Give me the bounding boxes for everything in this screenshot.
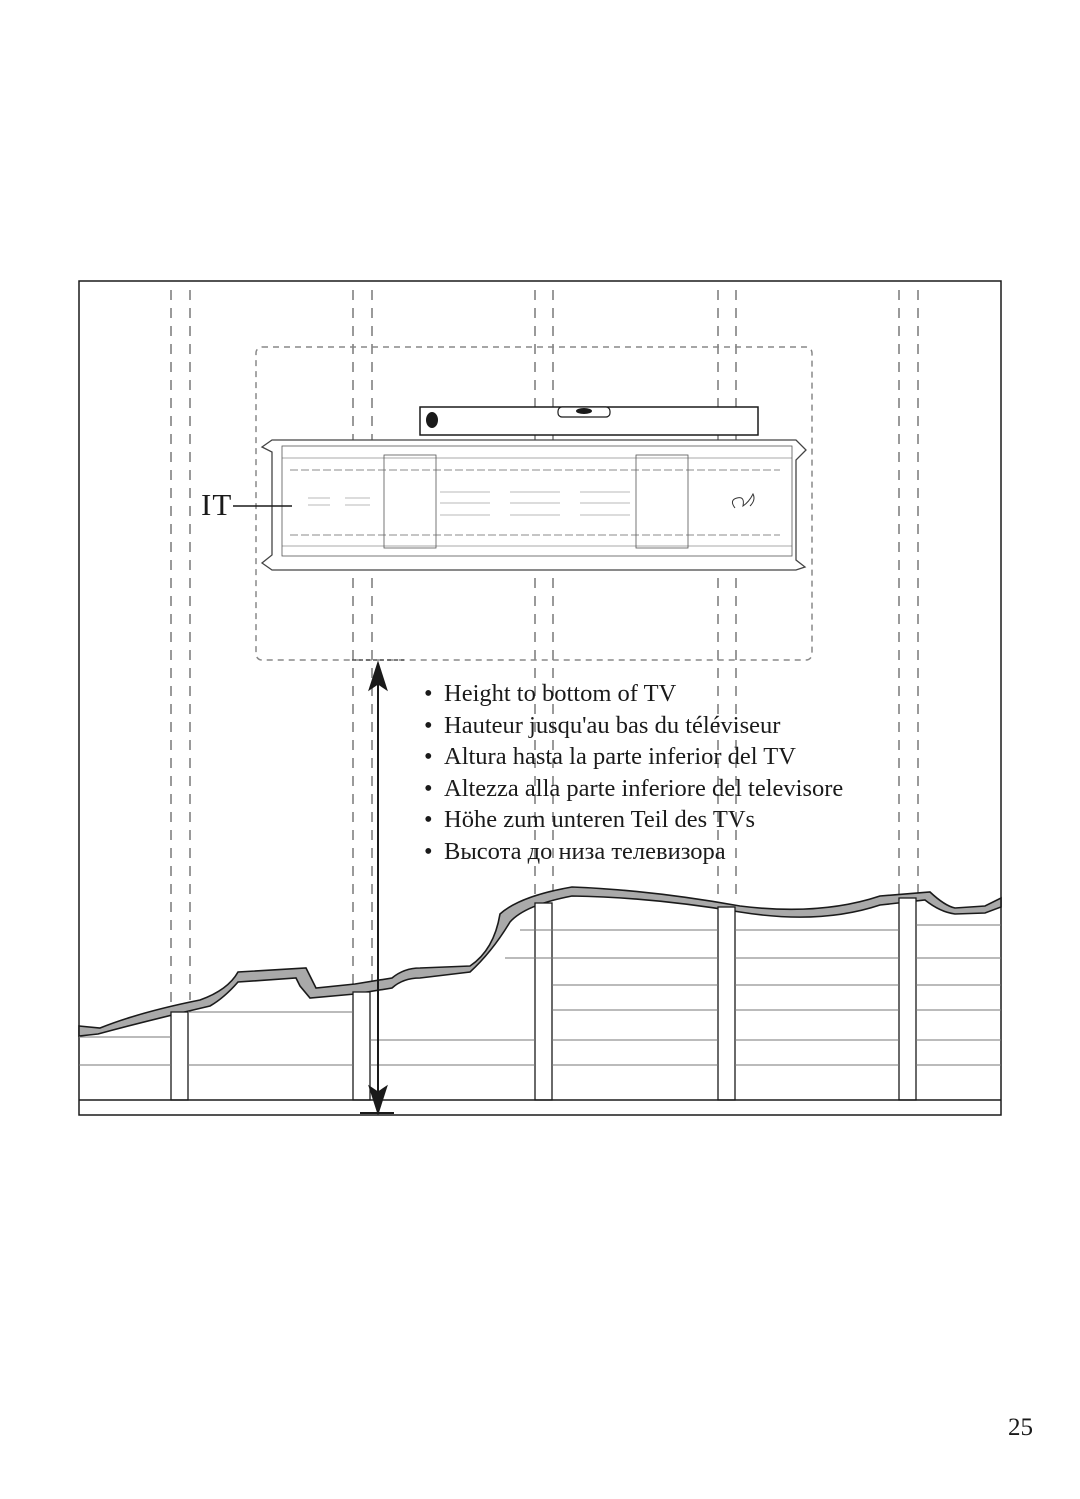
instruction-text: Altura hasta la parte inferior del TV bbox=[444, 743, 796, 770]
instruction-text: Höhe zum unteren Teil des TVs bbox=[444, 806, 756, 833]
list-item: • Höhe zum unteren Teil des TVs bbox=[424, 804, 843, 836]
height-dimension-arrow bbox=[352, 659, 404, 1116]
instruction-text: Hauteur jusqu'au bas du téléviseur bbox=[444, 711, 781, 739]
list-item: • Hauteur jusqu'au bas du téléviseur bbox=[424, 710, 843, 742]
tv-outline bbox=[255, 346, 813, 661]
bullet-icon: • bbox=[424, 680, 433, 707]
level-bubble bbox=[426, 412, 438, 428]
instruction-text: Altezza alla parte inferiore del televis… bbox=[444, 774, 844, 802]
list-item: • Высота до низа телевизора bbox=[424, 836, 843, 868]
tape-strip bbox=[78, 886, 1002, 1037]
instruction-text: Height to bottom of TV bbox=[444, 680, 677, 707]
list-item: • Altezza alla parte inferiore del televi… bbox=[424, 773, 843, 805]
page-number: 25 bbox=[1008, 1414, 1033, 1441]
bullet-icon: • bbox=[424, 806, 433, 833]
list-item: • Altura hasta la parte inferior del TV bbox=[424, 741, 843, 773]
list-item: • Height to bottom of TV bbox=[424, 678, 843, 710]
wall-template bbox=[260, 439, 807, 571]
callout-label: IT bbox=[201, 487, 233, 522]
bullet-icon: • bbox=[424, 743, 433, 770]
bullet-icon: • bbox=[424, 837, 433, 865]
bullet-icon: • bbox=[424, 711, 433, 739]
floor-profile bbox=[78, 886, 1002, 1101]
brand-logo bbox=[731, 492, 755, 509]
level-tool bbox=[419, 406, 759, 436]
instruction-text: Высота до низа телевизора bbox=[444, 837, 726, 865]
instruction-list: • Height to bottom of TV • Hauteur jusqu'a… bbox=[424, 678, 843, 867]
bullet-icon: • bbox=[424, 774, 433, 802]
wall-studs bbox=[170, 290, 919, 1005]
